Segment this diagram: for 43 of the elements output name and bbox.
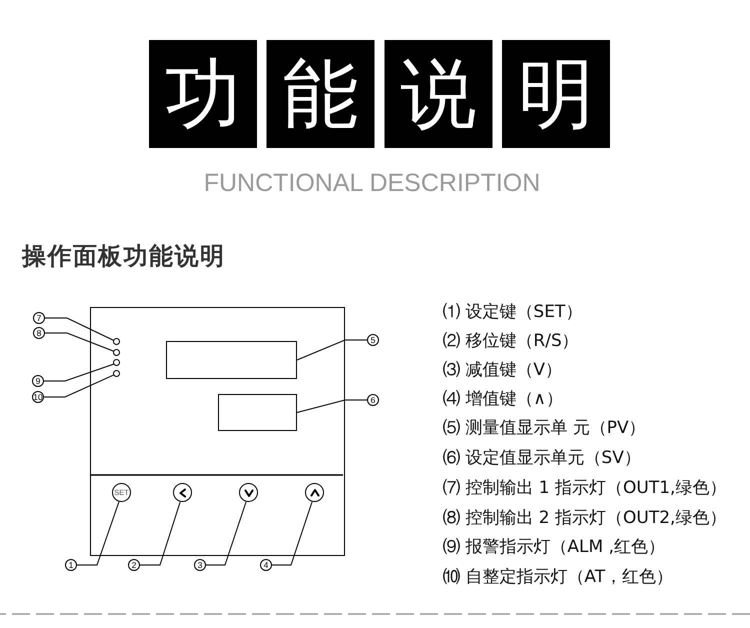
callout-number: 5 (367, 334, 379, 346)
leader-line (272, 502, 312, 566)
display-window (218, 394, 296, 430)
indicator-light (113, 348, 120, 356)
key-description: ⑻ 控制输出 2 指示灯（OUT2,绿色） (443, 507, 726, 529)
leader-line (206, 502, 246, 566)
callout-number: 10 (32, 391, 44, 403)
indicator-light (113, 338, 120, 345)
indicator-light (113, 370, 120, 376)
key-description: ⑵ 移位键（R/S） (443, 330, 579, 352)
leader-line (76, 501, 120, 566)
leader-line (44, 318, 114, 341)
section-heading: 操作面板功能说明 (22, 242, 226, 270)
key-button (305, 483, 324, 502)
display-window (166, 340, 296, 378)
key-description: ⑸ 测量值显示单 元（PV） (443, 417, 646, 439)
callout-number: 1 (65, 559, 77, 571)
key-description: ⑹ 设定值显示单元（SV） (443, 447, 641, 469)
key-description: ⑺ 控制输出 1 指示灯（OUT1,绿色） (443, 477, 726, 499)
leader-line (44, 332, 114, 352)
leader-line (296, 340, 368, 360)
title: 功能说明 (149, 40, 610, 148)
leader-line (44, 374, 114, 398)
callout-number: 4 (260, 559, 272, 571)
key-description: ⑶ 减值键（V） (443, 359, 562, 381)
callout-number: 3 (194, 559, 206, 571)
key-description: ⑴ 设定键（SET） (443, 301, 582, 323)
callout-number: 2 (128, 559, 140, 571)
callout-number: 9 (32, 375, 44, 387)
key-button (239, 483, 258, 502)
leader-line (296, 400, 368, 413)
key-description: ⑷ 增值键（∧） (443, 388, 563, 410)
leader-line (44, 364, 114, 382)
subtitle: FUNCTIONAL DESCRIPTION (204, 168, 540, 198)
callout-number: 7 (33, 312, 45, 324)
controller-panel (90, 307, 345, 556)
key-description: ⑼ 报警指示灯（ALM ,红色） (443, 536, 665, 558)
callout-number: 6 (367, 394, 379, 406)
leader-line (140, 502, 181, 566)
indicator-light (113, 359, 120, 366)
key-description: ⑽ 自整定指示灯（AT，红色） (443, 566, 674, 588)
key-button (173, 483, 192, 502)
callout-number: 8 (33, 327, 45, 339)
